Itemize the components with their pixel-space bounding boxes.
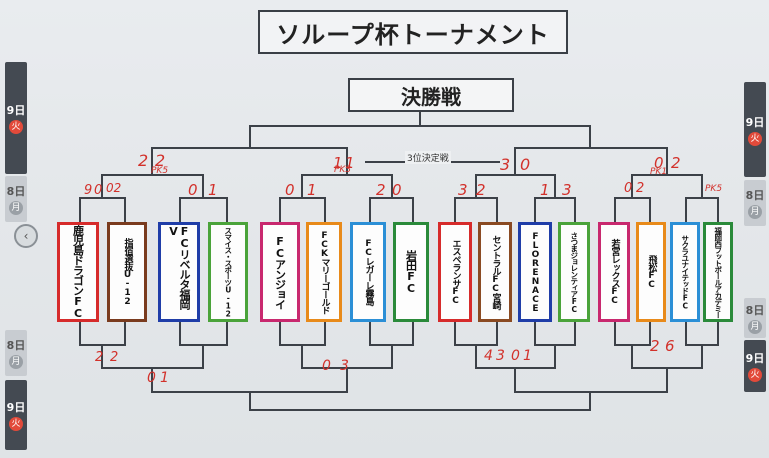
score-mark: 0: [147, 370, 156, 386]
score-mark: 0: [322, 358, 331, 374]
team-card: 飛松FC: [636, 222, 666, 322]
score-mark: 0: [94, 183, 103, 198]
side-marker-weekday: 火: [748, 131, 762, 146]
score-mark: 3: [562, 181, 572, 199]
side-marker-right-low: 8日 月: [744, 298, 766, 338]
score-mark: 3: [340, 358, 349, 374]
side-marker-left-bottom: 9日 火: [5, 380, 27, 450]
team-card: 指宿選抜U-12: [107, 222, 147, 322]
team-card: FCアンジョイ: [260, 222, 300, 322]
score-mark: 3: [500, 155, 511, 174]
side-marker-day: 9日: [745, 352, 765, 365]
side-marker-day: 8日: [6, 185, 26, 198]
score-mark: PK5: [705, 184, 723, 194]
side-marker-weekday: 月: [748, 205, 762, 219]
score-mark: 2: [650, 337, 660, 355]
side-marker-right-top: 9日 火: [744, 82, 766, 177]
score-mark: 2: [110, 350, 119, 365]
side-marker-day: 9日: [6, 104, 26, 117]
score-mark: 2: [138, 151, 149, 170]
team-card: セントラルFC宮崎: [478, 222, 512, 322]
score-mark: 9: [84, 183, 93, 198]
team-card: エスペランサFC: [438, 222, 472, 322]
side-marker-day: 9日: [6, 401, 26, 414]
score-mark: 0: [285, 181, 295, 199]
team-card: FCKマリーゴールド: [306, 222, 342, 322]
score-mark: 0: [520, 155, 531, 174]
side-marker-day: 9日: [745, 115, 765, 129]
score-mark: 2: [155, 151, 166, 170]
side-marker-left-mid: 8日 月: [5, 176, 27, 222]
score-mark: 0: [624, 181, 633, 196]
score-mark: 1: [208, 181, 218, 199]
score-mark: 1: [160, 370, 169, 386]
side-marker-weekday: 月: [9, 201, 23, 215]
score-mark: 4: [484, 348, 493, 364]
side-marker-left-low: 8日 月: [5, 330, 27, 376]
score-mark: 1: [307, 181, 317, 199]
score-mark: PK1: [650, 167, 668, 177]
score-mark: PK5: [151, 166, 169, 176]
score-mark: 2: [476, 181, 486, 199]
team-card: 福岡西フットボールアカデミー: [703, 222, 733, 322]
score-mark: 0: [392, 181, 402, 199]
team-card: サクラユナイテッドFC: [670, 222, 700, 322]
third-place-label: 3位決定戦: [405, 151, 451, 164]
score-mark: 0: [511, 348, 520, 364]
score-mark: 2: [671, 154, 681, 172]
score-mark: 3: [496, 348, 505, 364]
side-marker-right-bottom: 9日 火: [744, 340, 766, 392]
team-card: 鹿児島ドラゴンFC: [57, 222, 99, 322]
side-marker-right-mid: 8日 月: [744, 180, 766, 226]
score-mark: 2: [376, 181, 386, 199]
team-card: FCリベルタ福岡V: [158, 222, 200, 322]
side-marker-day: 8日: [745, 189, 765, 202]
score-mark: 6: [665, 337, 675, 355]
score-mark: 3: [458, 181, 468, 199]
team-card: FLORENACE: [518, 222, 552, 322]
team-card: 岩田FC: [393, 222, 429, 322]
score-mark: 1: [345, 154, 355, 172]
side-marker-weekday: 火: [9, 120, 23, 134]
score-mark: 1: [540, 181, 550, 199]
team-card: さつまジョレンティアFC: [558, 222, 590, 322]
side-marker-weekday: 月: [9, 355, 23, 369]
score-mark: 0: [188, 181, 198, 199]
team-card: スマイス・スポーツU-12: [208, 222, 248, 322]
side-marker-weekday: 火: [9, 417, 23, 431]
team-card: 若宮レックスFC: [598, 222, 630, 322]
side-marker-left-top: 9日 火: [5, 62, 27, 174]
score-mark: 2: [95, 350, 104, 365]
tournament-title: ソループ杯トーナメント: [258, 10, 568, 54]
side-marker-weekday: 火: [748, 368, 762, 382]
score-mark: 02: [106, 181, 122, 195]
score-mark: 0: [654, 154, 664, 172]
final-label: 決勝戦: [348, 78, 514, 112]
side-marker-day: 8日: [6, 339, 26, 352]
score-mark: 2: [636, 181, 645, 196]
pin-icon: ‹: [14, 224, 38, 248]
side-marker-weekday: 月: [748, 320, 762, 334]
score-mark: 1: [523, 348, 532, 364]
team-card: FCレガーレ霧島: [350, 222, 386, 322]
side-marker-day: 8日: [745, 304, 765, 317]
score-mark: 1: [333, 154, 343, 172]
score-mark: PK3: [334, 165, 352, 175]
